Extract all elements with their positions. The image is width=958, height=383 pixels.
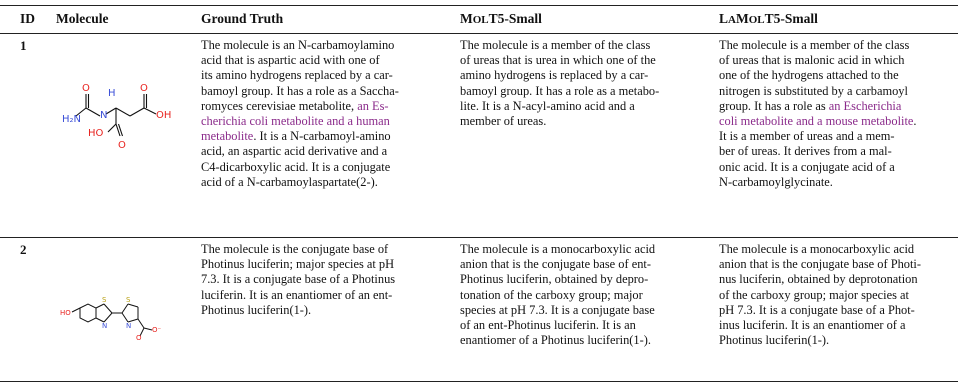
- highlighted-text: coli metabolite and a mouse metabolite: [719, 114, 914, 129]
- text-line: anion that is the conjugate base of Phot…: [719, 257, 921, 272]
- text-line: of ureas that is malonic acid in which: [719, 53, 905, 68]
- row-id-1: 1: [20, 38, 27, 53]
- header-rule: [0, 33, 958, 34]
- header-lamolt5-small: LAMOLT5-Small: [719, 11, 818, 27]
- text-line: pH 7.3. It is a conjugate base of a Phot…: [719, 302, 915, 317]
- text-line: acid, an aspartic acid derivative and a: [201, 144, 388, 159]
- text-line: member of ureas.: [460, 114, 547, 129]
- text-line: acid of a N-carbamoylaspartate(2-).: [201, 174, 378, 189]
- header-id: ID: [20, 11, 36, 26]
- atom-label-n-2: N: [126, 322, 131, 330]
- lamolt5-output-1: The molecule is a member of the class of…: [719, 38, 958, 190]
- ground-truth-2: The molecule is the conjugate base of Ph…: [201, 242, 449, 318]
- text-line: Photinus luciferin; major species at pH: [201, 257, 395, 272]
- atom-label-s-2: S: [126, 296, 131, 304]
- header-lamolt5-t: T5-Small: [764, 11, 818, 26]
- text-line: romyces cerevisiae metabolite, an Es-: [201, 99, 449, 114]
- header-molt5-t: T5-Small: [488, 11, 542, 26]
- text-line: lite. It is a N-acyl-amino acid and a: [460, 98, 635, 113]
- atom-label-o: O: [82, 83, 90, 94]
- text-line: Photinus luciferin(1-).: [201, 302, 312, 317]
- text-line: Photinus luciferin(1-).: [719, 333, 830, 348]
- text-line: of the carboxy group; major species at: [719, 287, 909, 302]
- molecule-2-structure: HO S N S N O O⁻: [60, 296, 162, 340]
- text-line: N-carbamoylglycinate.: [719, 174, 833, 189]
- header-molecule: Molecule: [56, 11, 109, 26]
- text-line: of an ent-Photinus luciferin. It is an: [460, 318, 636, 333]
- header-lamolt5-a: A: [728, 14, 736, 26]
- highlighted-text: an Escherichia: [828, 98, 902, 113]
- molt5-output-2: The molecule is a monocarboxylic acid an…: [460, 242, 710, 348]
- text-line: of ureas that is urea in which one of th…: [460, 53, 656, 68]
- text-line: species at pH 7.3. It is a conjugate bas…: [460, 302, 655, 317]
- atom-label-ho: HO: [60, 309, 71, 317]
- atom-label-oh: OH: [156, 110, 171, 121]
- text-line: enantiomer of a Photinus luciferin(1-).: [460, 333, 651, 348]
- text-run: .: [913, 114, 917, 129]
- text-run: romyces cerevisiae metabolite,: [201, 98, 358, 113]
- text-line: acid that is aspartic acid with one of: [201, 53, 380, 68]
- text-line: one of the hydrogens attached to the: [719, 68, 899, 83]
- highlighted-text: an Es-: [357, 98, 389, 113]
- row-separator: [0, 237, 958, 238]
- text-line: bamoyl group. It has a role as a metabo-: [460, 83, 660, 98]
- header-lamolt5-l: L: [719, 11, 729, 26]
- atom-label-o-minus: O⁻: [152, 326, 162, 334]
- text-line: ber of ureas. It derives from a mal-: [719, 144, 892, 159]
- text-line: The molecule is a member of the class: [719, 38, 910, 52]
- top-rule: [0, 5, 958, 7]
- highlighted-text: cherichia coli metabolite and a human: [201, 114, 390, 129]
- text-line: amino hydrogens is replaced by a car-: [460, 68, 649, 83]
- highlighted-text: metabolite: [201, 129, 254, 144]
- text-line: coli metabolite and a mouse metabolite.: [719, 114, 958, 129]
- atom-label-n: N: [102, 322, 107, 330]
- text-line: its amino hydrogens replaced by a car-: [201, 68, 393, 83]
- text-line: bamoyl group. It has a role as a Saccha-: [201, 83, 399, 98]
- atom-label-h: H: [108, 88, 116, 99]
- header-lamolt5-m: M: [735, 11, 749, 26]
- text-line: 7.3. It is a conjugate base of a Photinu…: [201, 272, 396, 287]
- text-line: The molecule is an N-carbamoylamino: [201, 38, 395, 52]
- atom-label-o-2: O: [140, 83, 148, 94]
- text-line: group. It has a role as an Escherichia: [719, 99, 958, 114]
- atom-label-o: O: [136, 334, 142, 340]
- text-line: anion that is the conjugate base of ent-: [460, 257, 651, 272]
- atom-label-n: N: [100, 110, 107, 121]
- text-line: onic acid. It is a conjugate acid of a: [719, 159, 895, 174]
- text-line: tonation of the carboxy group; major: [460, 287, 643, 302]
- ground-truth-1: The molecule is an N-carbamoylamino acid…: [201, 38, 449, 190]
- text-run: group. It has a role as: [719, 98, 829, 113]
- header-molt5-small: MOLT5-Small: [460, 11, 542, 27]
- atom-label-o-3: O: [118, 140, 126, 151]
- header-molt5-m: M: [460, 11, 473, 26]
- atom-label-h2n: H₂N: [62, 114, 81, 125]
- row-id-2: 2: [20, 242, 27, 257]
- atom-label-ho: HO: [88, 128, 104, 139]
- text-line: nitrogen is substituted by a carbamoyl: [719, 83, 908, 98]
- text-line: nus luciferin, obtained by deprotonation: [719, 272, 918, 287]
- header-molt5-ol: OL: [472, 14, 489, 26]
- text-line: metabolite. It is a N-carbamoyl-amino: [201, 129, 449, 144]
- lamolt5-output-2: The molecule is a monocarboxylic acid an…: [719, 242, 958, 348]
- text-line: inus luciferin. It is an enantiomer of a: [719, 318, 906, 333]
- text-line: C4-dicarboxylic acid. It is a conjugate: [201, 159, 391, 174]
- text-run: . It is a N-carbamoyl-amino: [253, 129, 391, 144]
- text-line: The molecule is the conjugate base of: [201, 242, 389, 256]
- text-line: The molecule is a member of the class: [460, 38, 651, 52]
- atom-label-s: S: [102, 296, 107, 304]
- molecule-1-structure: O H N OH H₂N O HO O: [62, 83, 171, 151]
- text-line: The molecule is a monocarboxylic acid: [719, 242, 915, 256]
- header-lamolt5-ol: OL: [748, 14, 765, 26]
- molt5-output-1: The molecule is a member of the class of…: [460, 38, 710, 129]
- text-line: The molecule is a monocarboxylic acid: [460, 242, 656, 256]
- text-line: luciferin. It is an enantiomer of an ent…: [201, 287, 393, 302]
- header-ground-truth: Ground Truth: [201, 11, 284, 26]
- bottom-rule: [0, 381, 958, 383]
- text-line: It is a member of ureas and a mem-: [719, 129, 895, 144]
- text-line: Photinus luciferin, obtained by depro-: [460, 272, 649, 287]
